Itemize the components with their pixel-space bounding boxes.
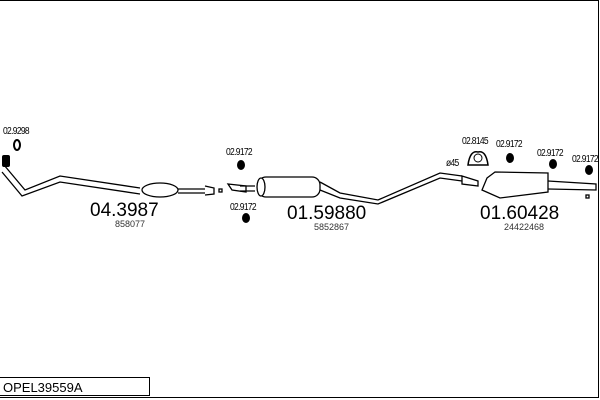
- part-number: 01.60428: [480, 203, 560, 224]
- hanger-part-number: 02.9172: [226, 147, 253, 158]
- part-number: 01.59880: [287, 203, 367, 224]
- hanger-part-number: 02.9172: [572, 154, 599, 165]
- oem-number: 5852867: [314, 222, 350, 232]
- ring-part-number: 02.9298: [3, 126, 30, 137]
- part-number: 04.3987: [90, 200, 159, 221]
- front-pipe: [3, 164, 141, 191]
- hanger-part-number: 02.9172: [537, 148, 564, 159]
- centre-silencer: [257, 176, 321, 198]
- rear-silencer: [481, 171, 549, 199]
- clamp-part-number: 02.8145: [462, 136, 489, 147]
- hanger-part-number: 02.9172: [496, 139, 523, 150]
- clamp-size: ø45: [446, 158, 459, 169]
- catalyst: [141, 182, 179, 198]
- oem-number: 858077: [115, 219, 146, 229]
- oem-number: 24422468: [504, 222, 545, 232]
- diagram-code-label: OPEL39559A: [0, 377, 150, 396]
- hanger-part-number: 02.9172: [230, 202, 257, 213]
